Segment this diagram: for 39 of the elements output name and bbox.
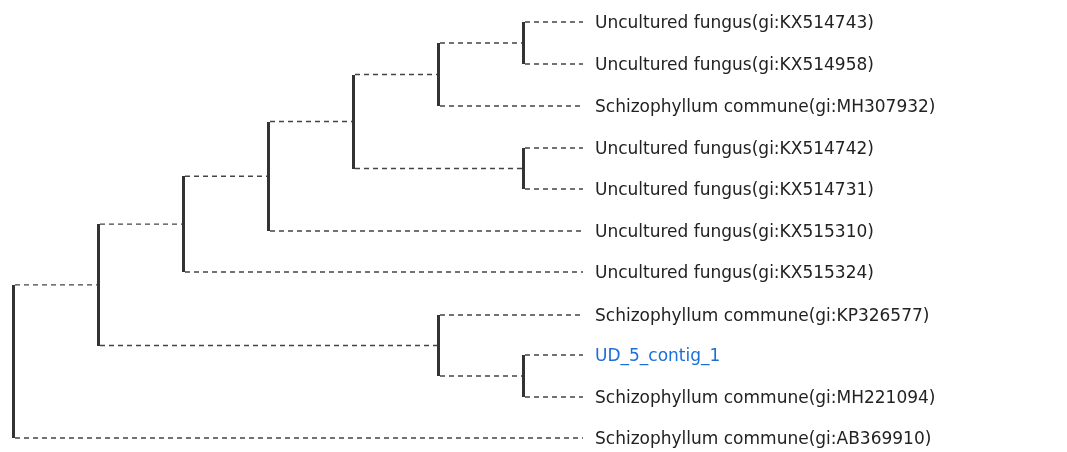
- taxon-label: Uncultured fungus(gi:KX515310): [583, 219, 874, 243]
- taxon-label: Uncultured fungus(gi:KX514742): [583, 136, 874, 160]
- clade-junction-bar: [522, 22, 525, 64]
- taxon-label: Uncultured fungus(gi:KX514958): [583, 52, 874, 76]
- tree-branch: [524, 188, 584, 190]
- tree-branch: [99, 223, 183, 225]
- tree-branch: [354, 167, 523, 170]
- clade-junction-bar: [522, 148, 525, 189]
- taxon-label: UD_5_contig_1: [583, 343, 721, 367]
- tree-branch: [524, 63, 584, 65]
- tree-branch: [524, 147, 584, 149]
- tree-branch: [524, 21, 584, 23]
- taxon-label: Schizophyllum commune(gi:AB369910): [583, 426, 932, 450]
- tree-branch: [439, 375, 523, 377]
- tree-branch: [354, 73, 438, 76]
- tree-branch: [439, 42, 523, 44]
- clade-junction-bar: [267, 121, 270, 231]
- taxon-label: Uncultured fungus(gi:KX514743): [583, 10, 874, 34]
- tree-branch: [99, 344, 438, 347]
- tree-branch: [14, 284, 98, 286]
- taxon-label: Uncultured fungus(gi:KX514731): [583, 177, 874, 201]
- clade-junction-bar: [437, 43, 440, 106]
- clade-junction-bar: [12, 284, 15, 438]
- tree-branch: [269, 120, 353, 123]
- clade-junction-bar: [182, 176, 185, 272]
- taxon-label: Schizophyllum commune(gi:KP326577): [583, 303, 930, 327]
- tree-branch: [524, 354, 584, 356]
- taxon-label: Schizophyllum commune(gi:MH221094): [583, 385, 936, 409]
- clade-junction-bar: [522, 355, 525, 397]
- taxon-label: Schizophyllum commune(gi:MH307932): [583, 94, 936, 118]
- tree-branch: [14, 437, 584, 439]
- tree-branch: [184, 175, 268, 177]
- clade-junction-bar: [97, 224, 100, 346]
- clade-junction-bar: [352, 74, 355, 169]
- tree-branch: [524, 396, 584, 398]
- taxon-label: Uncultured fungus(gi:KX515324): [583, 260, 874, 284]
- tree-branch: [184, 271, 584, 273]
- tree-branch: [269, 230, 584, 232]
- clade-junction-bar: [437, 315, 440, 376]
